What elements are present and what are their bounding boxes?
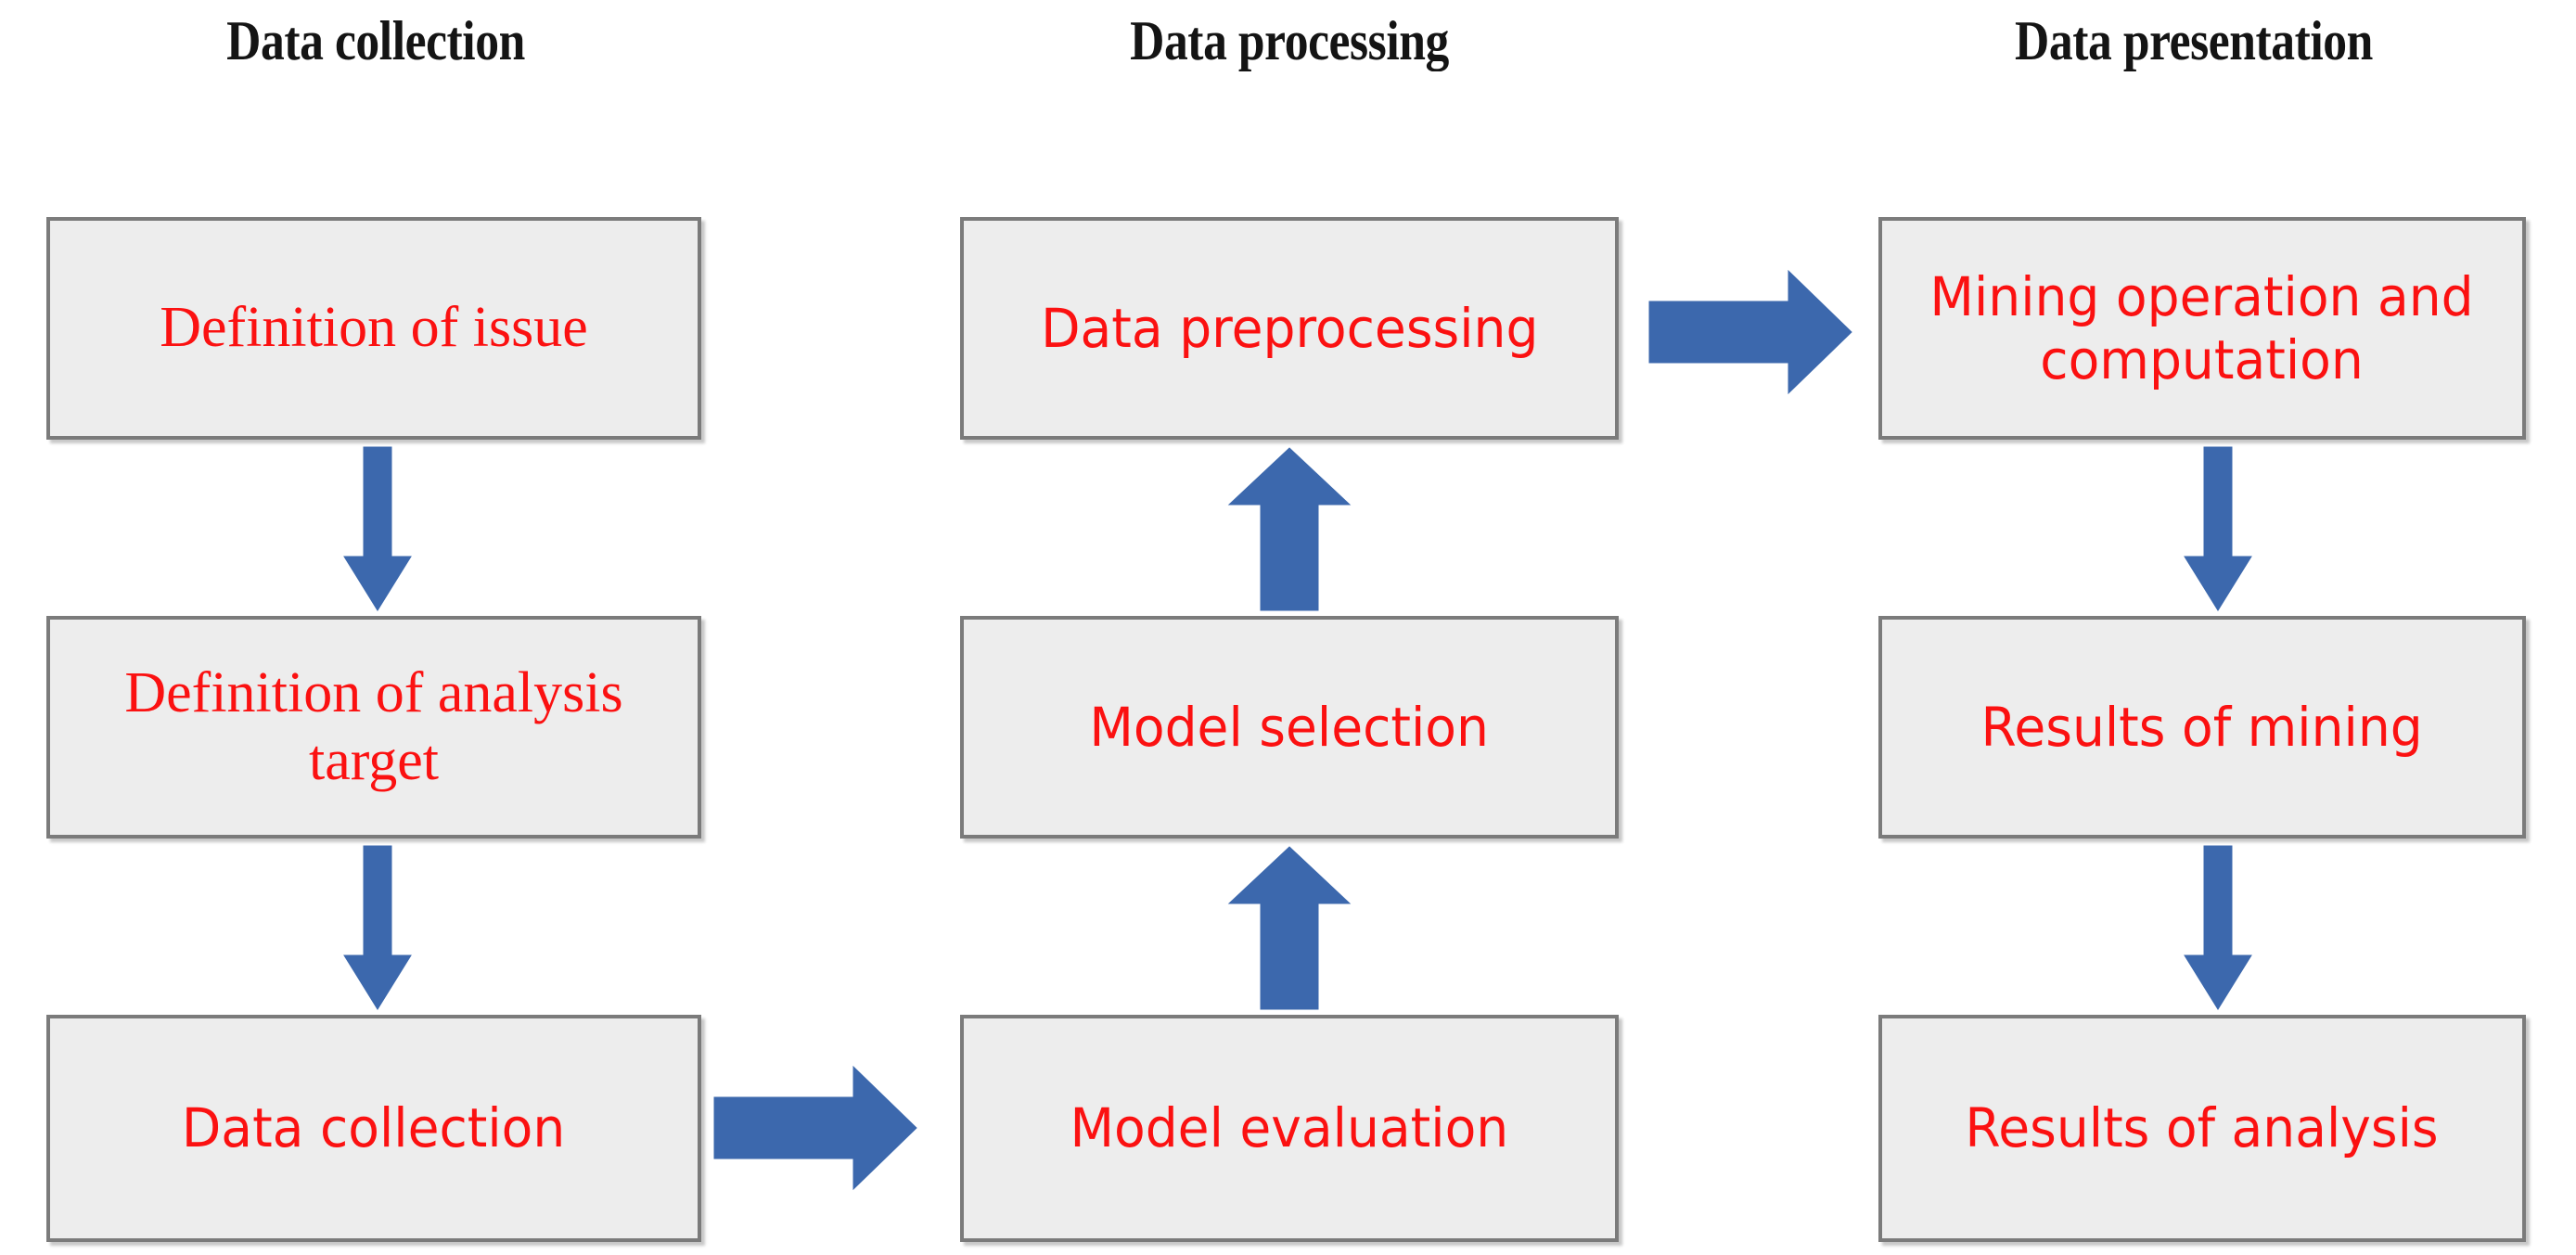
down-arrow-icon bbox=[2184, 845, 2252, 1010]
node-label: Data preprocessing bbox=[1040, 296, 1539, 360]
node-label: Definition of issue bbox=[160, 296, 588, 360]
down-arrow-icon bbox=[343, 446, 412, 611]
node-label: Mining operation and computation bbox=[1918, 265, 2487, 392]
node-data-collection[interactable]: Data collection bbox=[46, 1015, 701, 1242]
node-label-line1: Definition of analysis bbox=[124, 660, 623, 724]
arrow-issue-to-target bbox=[343, 446, 412, 611]
right-arrow-icon bbox=[1648, 269, 1852, 395]
arrow-results-to-analysis bbox=[2184, 845, 2252, 1010]
node-model-evaluation[interactable]: Model evaluation bbox=[960, 1015, 1619, 1242]
up-arrow-icon bbox=[1227, 447, 1352, 611]
node-definition-of-issue[interactable]: Definition of issue bbox=[46, 217, 701, 440]
node-label-line2: target bbox=[308, 729, 439, 792]
node-label-line1: Mining operation and bbox=[1929, 264, 2475, 328]
column-header-data-presentation: Data presentation bbox=[1903, 13, 2485, 69]
down-arrow-icon bbox=[2184, 446, 2252, 611]
node-mining-operation-and-computation[interactable]: Mining operation and computation bbox=[1878, 217, 2526, 440]
node-model-selection[interactable]: Model selection bbox=[960, 616, 1619, 839]
arrow-evaluation-to-selection bbox=[1227, 846, 1352, 1010]
down-arrow-icon bbox=[343, 845, 412, 1010]
node-label: Data collection bbox=[182, 1096, 566, 1160]
column-header-label: Data presentation bbox=[2015, 10, 2373, 71]
node-results-of-analysis[interactable]: Results of analysis bbox=[1878, 1015, 2526, 1242]
node-definition-of-analysis-target[interactable]: Definition of analysis target bbox=[46, 616, 701, 839]
node-label: Model evaluation bbox=[1070, 1096, 1509, 1160]
node-data-preprocessing[interactable]: Data preprocessing bbox=[960, 217, 1619, 440]
node-label-line2: computation bbox=[2040, 328, 2365, 391]
arrow-target-to-collection bbox=[343, 845, 412, 1010]
node-label: Results of mining bbox=[1980, 695, 2424, 759]
column-header-data-collection: Data collection bbox=[84, 13, 667, 69]
column-header-label: Data collection bbox=[226, 10, 525, 71]
column-header-label: Data processing bbox=[1130, 10, 1449, 71]
arrow-collection-to-evaluation bbox=[713, 1065, 917, 1191]
up-arrow-icon bbox=[1227, 846, 1352, 1010]
node-results-of-mining[interactable]: Results of mining bbox=[1878, 616, 2526, 839]
arrow-mining-to-results bbox=[2184, 446, 2252, 611]
column-header-data-processing: Data processing bbox=[998, 13, 1581, 69]
right-arrow-icon bbox=[713, 1065, 917, 1191]
arrow-selection-to-preprocessing bbox=[1227, 447, 1352, 611]
node-label: Model selection bbox=[1089, 695, 1490, 759]
node-label: Results of analysis bbox=[1965, 1096, 2440, 1160]
arrow-preprocessing-to-mining bbox=[1648, 269, 1852, 395]
node-label: Definition of analysis target bbox=[111, 660, 635, 795]
